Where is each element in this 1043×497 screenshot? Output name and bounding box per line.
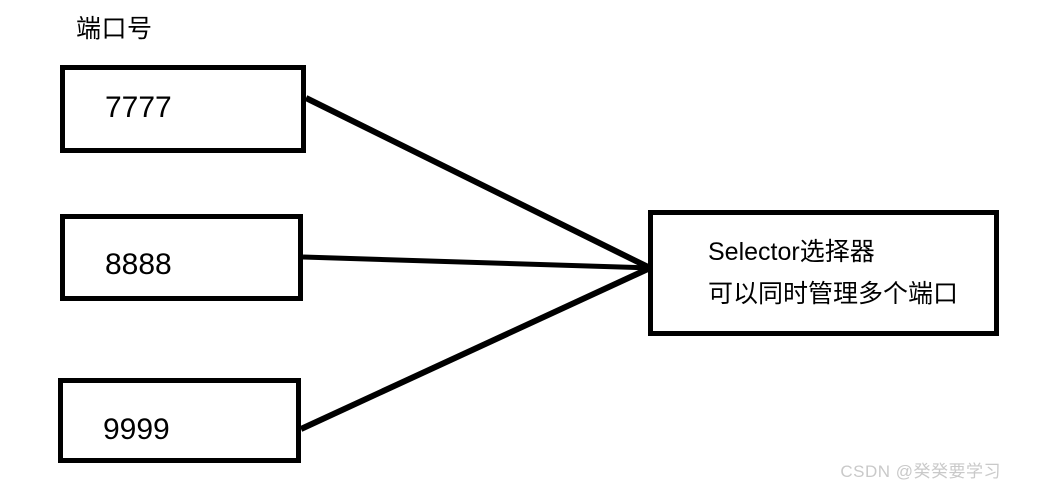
selector-title: Selector选择器 <box>708 238 875 266</box>
port-value: 7777 <box>105 91 172 124</box>
port-box-9999[interactable]: 9999 <box>58 378 301 463</box>
connector-8888-to-selector <box>302 254 651 271</box>
port-number-label: 端口号 <box>76 15 153 43</box>
port-value: 8888 <box>105 247 172 281</box>
port-box-7777[interactable]: 7777 <box>60 65 306 153</box>
port-box-8888[interactable]: 8888 <box>60 214 303 301</box>
port-value: 9999 <box>103 412 170 446</box>
connector-7777-to-selector <box>304 95 652 271</box>
connector-9999-to-selector <box>299 265 652 432</box>
watermark: CSDN @癸癸要学习 <box>840 462 1001 481</box>
selector-description: 可以同时管理多个端口 <box>708 280 959 308</box>
selector-box[interactable]: Selector选择器 可以同时管理多个端口 <box>648 210 999 336</box>
